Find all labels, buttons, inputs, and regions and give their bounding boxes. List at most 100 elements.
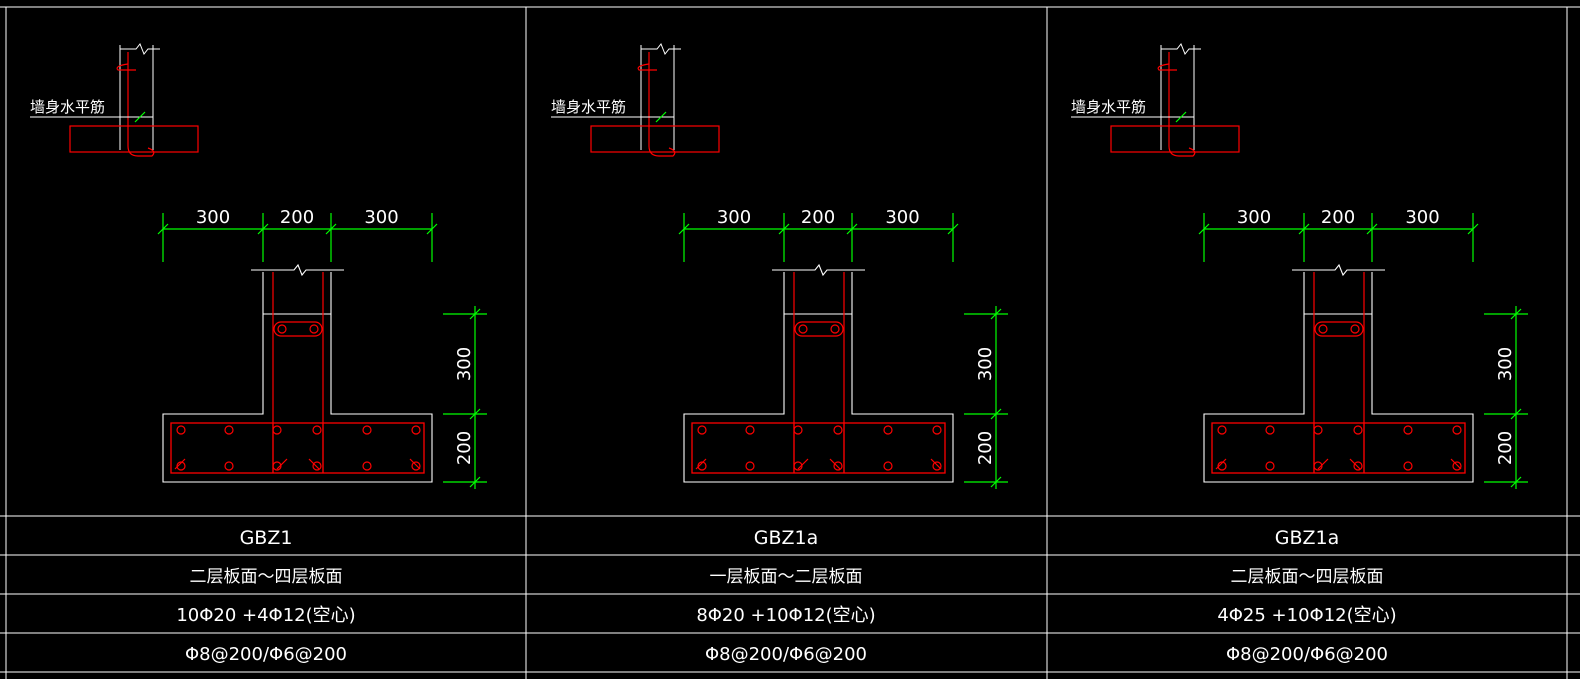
rebar-bar-bottom: [793, 461, 803, 471]
top-dim-tick: [846, 223, 858, 235]
stirrup-hook: [797, 458, 809, 470]
wall-bar-rect: [590, 125, 720, 153]
rebar-bar-top: [1353, 425, 1363, 435]
rebar-bar-top: [272, 425, 282, 435]
web-link: [273, 321, 323, 337]
longitudinal-rebar-3: 4Φ25 +10Φ12(空心): [1217, 605, 1396, 626]
stirrup-hook: [1349, 458, 1361, 470]
rebar-bar-top: [224, 425, 234, 435]
column-name-2: GBZ1a: [754, 527, 819, 549]
break-line: [120, 43, 160, 55]
web-bar: [798, 324, 808, 334]
stirrup-hook: [829, 458, 841, 470]
rebar-bar-top: [1313, 425, 1323, 435]
rebar-bar-top: [1217, 425, 1227, 435]
wall-horizontal-rebar-label: 墙身水平筋: [1071, 98, 1146, 116]
rebar-bar-bottom: [1353, 461, 1363, 471]
rebar-bar-top: [833, 425, 843, 435]
rebar-bar-top: [745, 425, 755, 435]
vertical-rebar: [1168, 52, 1196, 157]
stirrup-hook: [174, 458, 186, 470]
top-dim-tick: [947, 223, 959, 235]
longitudinal-rebar-2: 8Φ20 +10Φ12(空心): [696, 605, 875, 626]
side-dim-tick: [990, 408, 1002, 420]
wall-bar-detail: 墙身水平筋: [1071, 43, 1240, 157]
column-outline: [683, 263, 954, 483]
wall-bar-detail: 墙身水平筋: [30, 43, 199, 157]
side-dim-text: 200: [454, 431, 475, 465]
stirrup-hook: [1450, 458, 1462, 470]
rebar-bar-bottom: [697, 461, 707, 471]
side-dim-tick: [1510, 408, 1522, 420]
top-dim-text: 200: [1321, 207, 1355, 228]
top-dim-tick: [778, 223, 790, 235]
leader-tick: [655, 111, 667, 123]
rebar-bar-bottom: [411, 461, 421, 471]
rebar: [170, 272, 425, 474]
stirrup-hook: [276, 458, 288, 470]
web-bar: [1350, 324, 1360, 334]
stirrup-hook: [930, 458, 942, 470]
rebar-bar-top: [312, 425, 322, 435]
flange-stirrup: [691, 422, 946, 474]
section-break-line: [772, 263, 865, 277]
t-section-outline: [683, 272, 954, 483]
rebar-bar-top: [932, 425, 942, 435]
flange-stirrup: [170, 422, 425, 474]
floor-range-1: 二层板面～四层板面: [190, 567, 343, 587]
rebar-bar-bottom: [362, 461, 372, 471]
rebar-bar-bottom: [224, 461, 234, 471]
floor-range-3: 二层板面～四层板面: [1231, 567, 1384, 587]
side-dim-tick: [990, 308, 1002, 320]
break-line: [641, 43, 681, 55]
leader-tick: [1175, 111, 1187, 123]
stirrup-hook: [695, 458, 707, 470]
rebar: [691, 272, 946, 474]
vertical-rebar: [127, 52, 155, 157]
rebar-bar-top: [1265, 425, 1275, 435]
rebar-bar-bottom: [312, 461, 322, 471]
rebar-bar-bottom: [833, 461, 843, 471]
table-text: GBZ1 二层板面～四层板面 10Φ20 +4Φ12(空心) Φ8@200/Φ6…: [176, 527, 1396, 665]
side-dim-text: 200: [975, 431, 996, 465]
section-break-line: [251, 263, 344, 277]
longitudinal-rebar-1: 10Φ20 +4Φ12(空心): [176, 605, 355, 626]
top-dim-text: 300: [196, 207, 230, 228]
side-dim-text: 200: [1495, 431, 1516, 465]
top-dim-text: 200: [801, 207, 835, 228]
stirrup-hook: [308, 458, 320, 470]
web-bar: [277, 324, 287, 334]
rebar-bar-bottom: [1265, 461, 1275, 471]
side-dim-tick: [469, 476, 481, 488]
top-hook: [116, 63, 136, 71]
column-outline: [1203, 263, 1474, 483]
side-dim-tick: [469, 308, 481, 320]
vertical-rebar: [648, 52, 676, 157]
stirrups-3: Φ8@200/Φ6@200: [1226, 644, 1388, 665]
leader-tick: [134, 111, 146, 123]
side-dim-tick: [1510, 308, 1522, 320]
rebar-bar-bottom: [272, 461, 282, 471]
rebar-bar-bottom: [745, 461, 755, 471]
rebar-bar-bottom: [932, 461, 942, 471]
break-line: [1161, 43, 1201, 55]
rebar-bar-bottom: [176, 461, 186, 471]
rebar-bar-bottom: [1217, 461, 1227, 471]
top-dim-text: 300: [364, 207, 398, 228]
floor-range-2: 一层板面～二层板面: [710, 567, 863, 587]
top-hook: [1157, 63, 1177, 71]
section-break-line: [1292, 263, 1385, 277]
stirrups-2: Φ8@200/Φ6@200: [705, 644, 867, 665]
top-dim-tick: [426, 223, 438, 235]
rebar-bar-top: [697, 425, 707, 435]
wall-bar-rect: [69, 125, 199, 153]
rebar-bar-top: [1403, 425, 1413, 435]
web-bar: [830, 324, 840, 334]
